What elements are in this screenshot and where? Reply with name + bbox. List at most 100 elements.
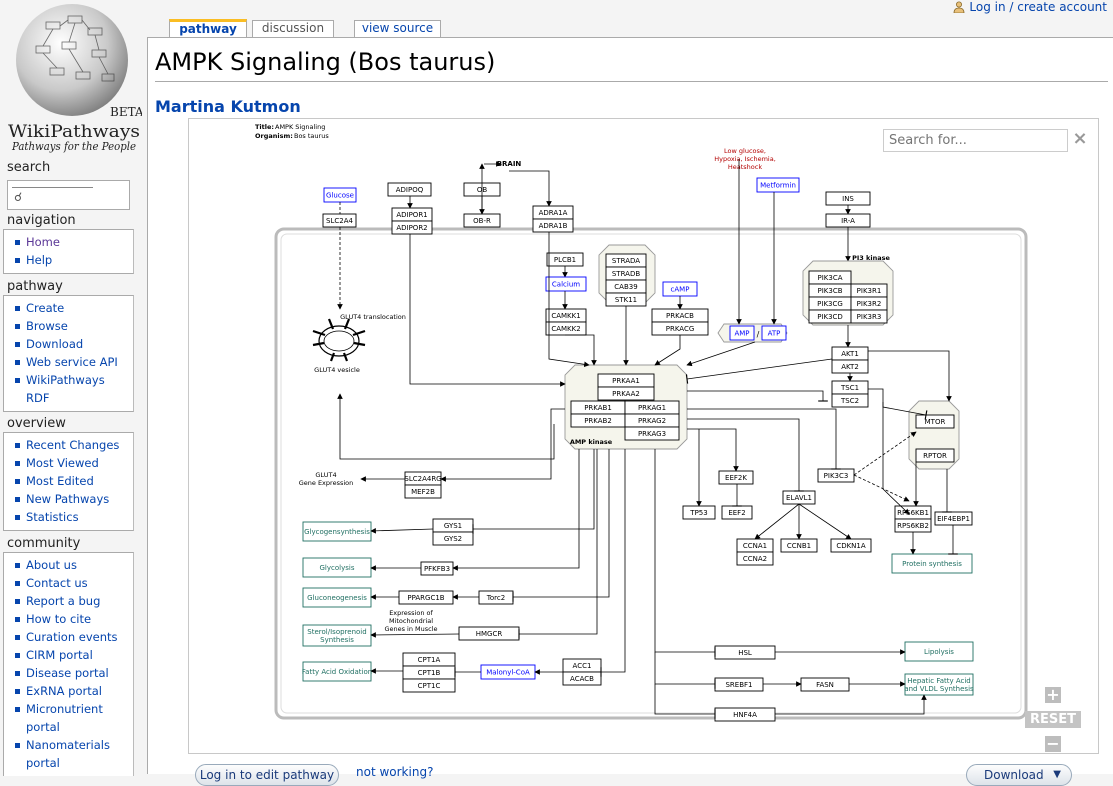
sidebar-item-most-viewed[interactable]: Most Viewed (12, 454, 133, 472)
ccna2-box[interactable] (736, 551, 774, 566)
title-divider (155, 81, 1108, 82)
ir-a-label: IR-A (841, 217, 855, 225)
author-link[interactable]: Martina Kutmon (155, 97, 301, 116)
prkaa2-box[interactable] (597, 386, 655, 401)
tsc2-label: TSC2 (840, 397, 859, 405)
eef2k-label: EEF2K (725, 474, 747, 482)
prkag3-box[interactable] (624, 426, 680, 441)
prkaa1-label: PRKAA1 (612, 377, 640, 385)
sidebar-item-how-to-cite[interactable]: How to cite (12, 610, 133, 628)
not-working-link[interactable]: not working? (356, 765, 434, 779)
sidebar-item-contact-us[interactable]: Contact us (12, 574, 133, 592)
sidebar-community: community About us Contact us Report a b… (3, 536, 134, 776)
gys2-box[interactable] (432, 531, 474, 546)
prkacb-label: PRKACB (666, 312, 694, 320)
ccna1-label: CCNA1 (743, 542, 767, 550)
sidebar-item-cirm-portal[interactable]: CIRM portal (12, 646, 133, 664)
metformin-label: Metformin (760, 182, 796, 190)
tsc1-label: TSC1 (840, 384, 859, 392)
sidebar-item-micronutrient-portal[interactable]: Micronutrient portal (12, 700, 112, 736)
tsc2-box[interactable] (831, 393, 869, 408)
zoom-out-button[interactable]: − (1045, 734, 1061, 753)
mito-expression-label: Genes in Muscle (384, 625, 437, 633)
mef2b-box[interactable] (404, 484, 442, 499)
diagram-title-label: Title: (255, 123, 274, 131)
sidebar-item-statistics[interactable]: Statistics (12, 508, 133, 526)
eif4ebp1-box[interactable] (934, 511, 973, 526)
rps6kb1-label: RPS6KB1 (897, 509, 929, 517)
sidebar-item-create[interactable]: Create (12, 299, 133, 317)
sidebar-item-new-pathways[interactable]: New Pathways (12, 490, 133, 508)
tab-pathway[interactable]: pathway (169, 19, 247, 38)
pik3cb-label: PIK3CB (817, 287, 842, 295)
sidebar-item-disease-portal[interactable]: Disease portal (12, 664, 133, 682)
tab-view-source[interactable]: view source (354, 20, 441, 37)
slc2a4-box[interactable] (322, 213, 357, 228)
sidebar-item-curation-events[interactable]: Curation events (12, 628, 133, 646)
camkk2-label: CAMKK2 (551, 325, 580, 333)
download-button[interactable]: Download ▼ (966, 764, 1072, 786)
reset-button[interactable]: RESET (1025, 711, 1081, 728)
sidebar-search-input[interactable]: ☌ (7, 180, 130, 210)
adipor2-box[interactable] (391, 220, 433, 235)
adipoq-box[interactable] (387, 182, 432, 197)
adra1b-label: ADRA1B (539, 222, 568, 230)
interaction-edge (687, 390, 828, 402)
sidebar-item-about-us[interactable]: About us (12, 556, 133, 574)
sidebar-item-exrna-portal[interactable]: ExRNA portal (12, 682, 133, 700)
edit-pathway-button[interactable]: Log in to edit pathway (195, 764, 339, 786)
glut4-expression-label: GLUT4 (315, 471, 336, 479)
sidebar-item-help[interactable]: Help (12, 251, 133, 269)
sidebar-search-title: search (7, 160, 51, 175)
sidebar-item-web-service-api[interactable]: Web service API (12, 353, 133, 371)
wikipathways-logo[interactable]: BETA WikiPathways Pathways for the Peopl… (6, 2, 144, 154)
user-icon (954, 1, 965, 13)
sidebar-item-report-a-bug[interactable]: Report a bug (12, 592, 133, 610)
atp-box[interactable] (761, 325, 787, 341)
adra1b-box[interactable] (532, 218, 574, 233)
sidebar-item-browse[interactable]: Browse (12, 317, 133, 335)
amp-box[interactable] (729, 325, 755, 341)
sidebar-item-wikipathways-rdf[interactable]: WikiPathways RDF (12, 371, 112, 407)
rptor-box[interactable] (915, 448, 955, 463)
close-icon[interactable]: × (1072, 128, 1088, 149)
sidebar-item-home[interactable]: Home (12, 233, 133, 251)
acc1-label: ACC1 (573, 662, 592, 670)
interaction-edge (754, 503, 800, 540)
calcium-box[interactable] (545, 276, 587, 292)
interaction-edge (337, 393, 555, 460)
prkab1-label: PRKAB1 (584, 404, 612, 412)
pathway-search-input[interactable] (883, 129, 1068, 152)
metformin-box[interactable] (756, 177, 800, 193)
gluconeogenesis-label: Gluconeogenesis (307, 594, 367, 602)
sidebar-item-nanomaterials-portal[interactable]: Nanomaterials portal (12, 736, 112, 772)
interaction-edge (853, 431, 917, 476)
ppargc1b-label: PPARGC1B (407, 594, 444, 602)
content-area: AMPK Signaling (Bos taurus) Martina Kutm… (147, 37, 1113, 786)
camp-label: cAMP (671, 286, 690, 294)
interaction-edge (654, 652, 716, 689)
zoom-in-button[interactable]: + (1045, 685, 1061, 704)
diagram-organism-value: Bos taurus (294, 132, 329, 140)
mito-expression-label: Mitochondrial (389, 617, 433, 625)
hmgcr-label: HMGCR (476, 630, 503, 638)
acacb-box[interactable] (562, 671, 602, 686)
pik3r3-box[interactable] (850, 309, 888, 324)
cpt1c-box[interactable] (402, 678, 456, 693)
login-link[interactable]: Log in / create account (969, 0, 1107, 14)
glut4-expression-label: Gene Expression (299, 479, 354, 487)
protein-synthesis-box[interactable] (891, 553, 973, 574)
sidebar-item-recent-changes[interactable]: Recent Changes (12, 436, 133, 454)
sidebar-item-most-edited[interactable]: Most Edited (12, 472, 133, 490)
rps6kb2-label: RPS6KB2 (897, 522, 929, 530)
sidebar-item-download[interactable]: Download (12, 335, 133, 353)
sterol-synthesis-label: Synthesis (320, 636, 354, 644)
strada-label: STRADA (612, 257, 640, 265)
acacb-label: ACACB (570, 675, 594, 683)
interaction-edge (565, 334, 597, 366)
adipor1-label: ADIPOR1 (396, 211, 427, 219)
brain-label: BRAIN (497, 160, 522, 168)
tab-discussion[interactable]: discussion (252, 20, 334, 37)
